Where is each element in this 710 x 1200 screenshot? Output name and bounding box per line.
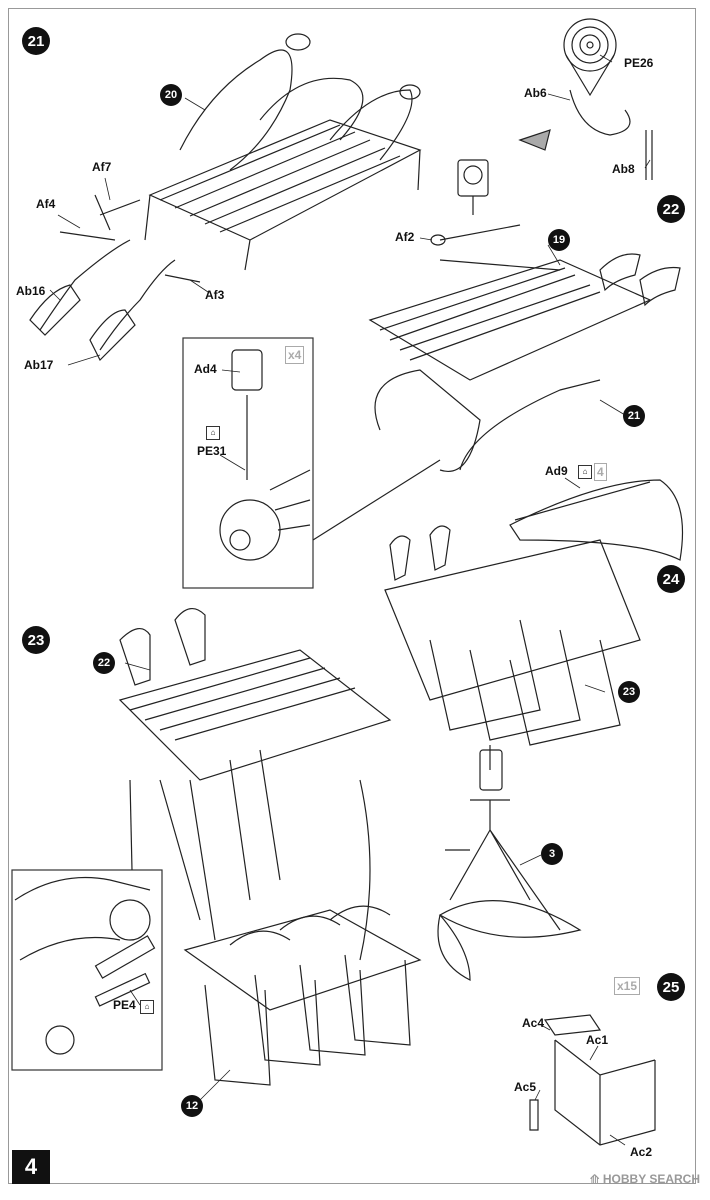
ref-19-badge: 19: [548, 229, 570, 251]
watermark: ⟰ HOBBY SEARCH: [589, 1172, 700, 1186]
ref3-stand: [437, 749, 582, 981]
part-label-ab6: Ab6: [524, 86, 547, 100]
step21-rack: [29, 33, 422, 362]
part-label-af4: Af4: [36, 197, 56, 211]
quantity-step25: x15: [614, 977, 641, 995]
part-label-ac1: Ac1: [586, 1033, 609, 1047]
photo-etch-icon: ⌂: [578, 465, 592, 479]
page-number: 4: [12, 1150, 50, 1184]
step24-assembly: [384, 479, 683, 770]
ref-3-badge: 3: [541, 843, 563, 865]
part-label-ac4: Ac4: [522, 1016, 545, 1030]
part-label-ad4: Ad4: [194, 362, 217, 376]
part-label-pe26: PE26: [624, 56, 654, 70]
part-label-af3: Af3: [205, 288, 225, 302]
watermark-logo-icon: ⟰: [589, 1172, 603, 1186]
part-label-pe4: PE4: [113, 998, 136, 1012]
part-label-af7: Af7: [92, 160, 112, 174]
step-22-badge: 22: [657, 195, 685, 223]
page-frame: [8, 8, 696, 1184]
part-label-ac2: Ac2: [630, 1145, 653, 1159]
quantity-ad4: x4: [285, 346, 305, 364]
step23-assembly: [118, 608, 422, 1086]
pe26-part: [518, 18, 653, 180]
step23-inset-drawing: [14, 779, 156, 1055]
step-25-badge: 25: [657, 973, 685, 1001]
part-label-af2: Af2: [395, 230, 415, 244]
step21-inset-drawing: [219, 349, 441, 561]
step-24-badge: 24: [657, 565, 685, 593]
part-label-ab17: Ab17: [24, 358, 54, 372]
part-label-ad9: Ad9: [545, 464, 568, 478]
photo-etch-icon: ⌂: [140, 1000, 154, 1014]
step-23-badge: 23: [22, 626, 50, 654]
quantity-ad9: 4: [594, 463, 607, 481]
ref-22-badge: 22: [93, 652, 115, 674]
step-21-badge: 21: [22, 27, 50, 55]
part-label-ab8: Ab8: [612, 162, 635, 176]
ref-12-badge: 12: [181, 1095, 203, 1117]
part-label-ac5: Ac5: [514, 1080, 537, 1094]
part-label-ab16: Ab16: [16, 284, 46, 298]
step25-box: [529, 1014, 656, 1146]
ref-21-badge: 21: [623, 405, 645, 427]
part-label-pe31: PE31: [197, 444, 227, 458]
ref-20-badge: 20: [160, 84, 182, 106]
photo-etch-icon: ⌂: [206, 426, 220, 440]
ref-23-badge: 23: [618, 681, 640, 703]
